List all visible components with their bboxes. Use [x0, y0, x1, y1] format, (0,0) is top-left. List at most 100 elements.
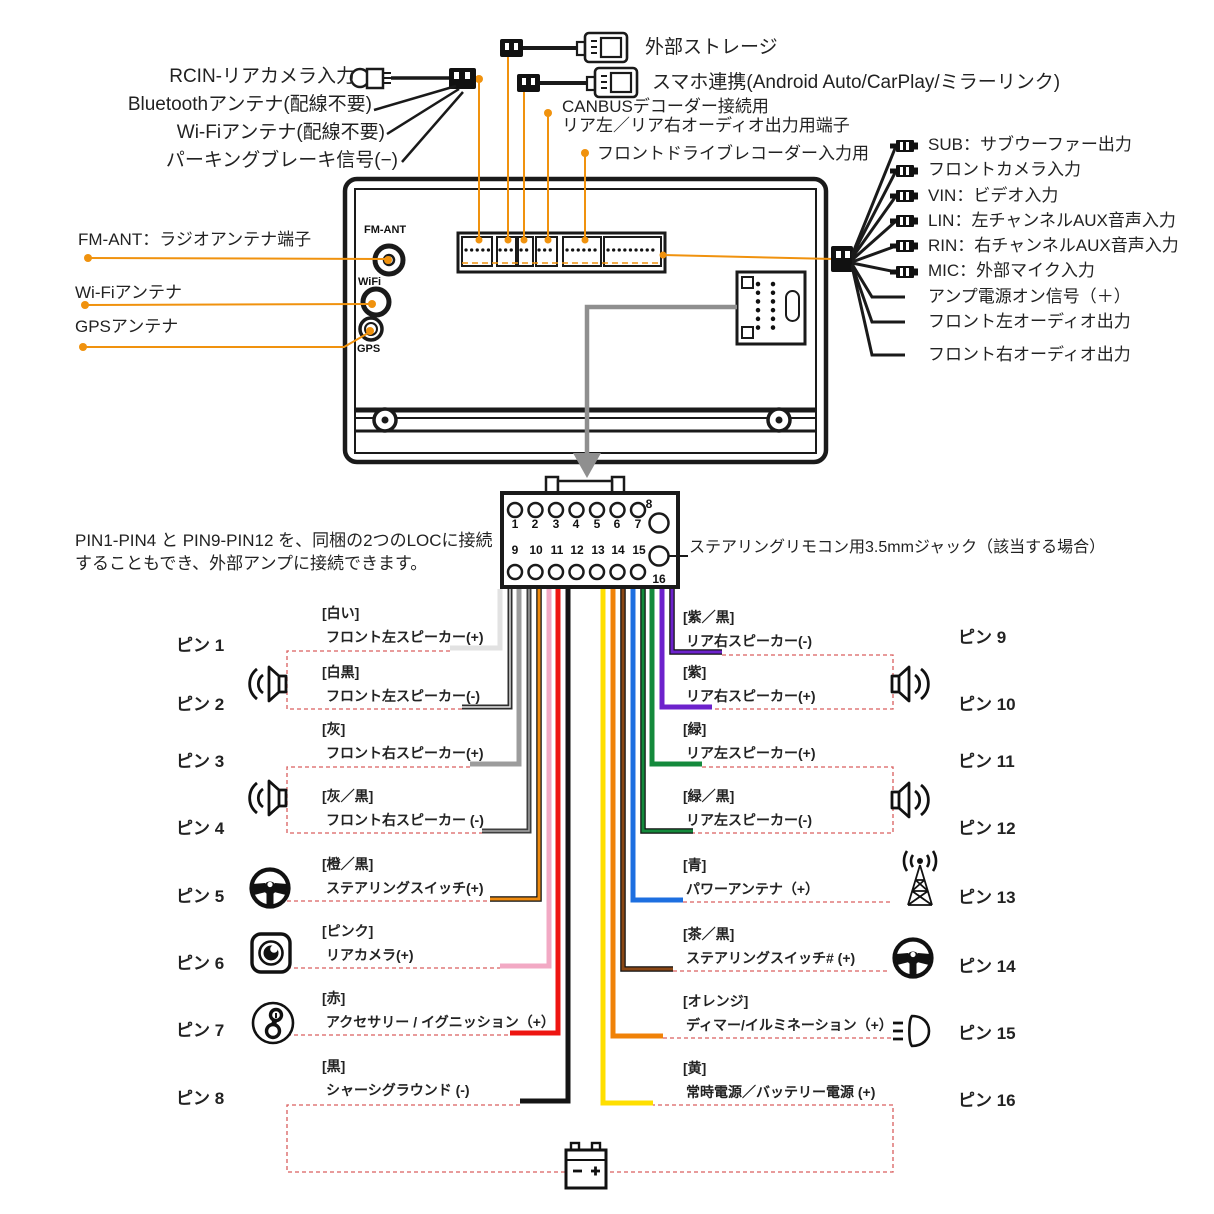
- wire-color: [白い]: [322, 605, 360, 621]
- loc-note-line1: PIN1‐PIN4 と PIN9‐PIN12 を、同梱の2つのLOCに接続: [75, 531, 493, 550]
- iso-pin-number: 7: [634, 517, 642, 531]
- label-sub-out: SUB：サブウーファー出力: [928, 135, 1132, 154]
- label-external-storage: 外部ストレージ: [645, 37, 778, 58]
- label-front-right-out: フロント右オーディオ出力: [928, 345, 1131, 364]
- label-canbus-2: リア左／リア右オーディオ出力用端子: [562, 116, 850, 135]
- label-wifi-antenna: Wi-Fiアンテナ(配線不要): [176, 122, 385, 143]
- label-smartphone-link: スマホ連携(Android Auto/CarPlay/ミラーリンク): [652, 72, 1061, 93]
- speaker-icon: [890, 781, 930, 819]
- wire-function: フロント左スピーカー(-): [326, 688, 480, 704]
- wire-function: リア左スピーカー(+): [686, 745, 816, 761]
- wire-color: [青]: [683, 857, 707, 873]
- label-fm-ant: FM-ANT：ラジオアンテナ端子: [78, 230, 312, 249]
- wire-color: [紫／黒]: [683, 609, 735, 625]
- iso-pin-number: 11: [550, 543, 564, 557]
- pin-id: ピン 3: [176, 752, 225, 771]
- wire-function: リア右スピーカー(+): [686, 688, 816, 704]
- wire-function: フロント右スピーカー(+): [326, 745, 484, 761]
- wire-function: シャーシグラウンド (-): [326, 1082, 470, 1098]
- wire-color: [ピンク]: [322, 923, 374, 939]
- wire-function: パワーアンテナ（+）: [686, 881, 820, 897]
- steering-wheel-icon: [249, 867, 291, 909]
- wire-function: 常時電源／バッテリー電源 (+): [686, 1084, 876, 1100]
- leader-dots: [79, 44, 840, 351]
- label-mic: MIC：外部マイク入力: [928, 261, 1095, 280]
- wire-color: [黄]: [683, 1060, 707, 1076]
- wire-function: ディマー/イルミネーション（+）: [686, 1017, 893, 1033]
- label-rin: RIN：右チャンネルAUX音声入力: [928, 236, 1179, 255]
- pin-id: ピン 9: [958, 628, 1007, 647]
- wire-color: [灰／黒]: [322, 788, 374, 804]
- pin-id: ピン 8: [176, 1089, 225, 1108]
- wire-color: [緑]: [683, 721, 707, 737]
- wire-color: [緑／黒]: [683, 788, 735, 804]
- wire-color: [オレンジ]: [683, 993, 749, 1009]
- harness-arrow: [573, 304, 737, 478]
- iso-pin-number: 13: [591, 543, 605, 557]
- label-front-dashcam: フロントドライブレコーダー入力用: [597, 144, 869, 163]
- label-parking-brake: パーキングブレーキ信号(−): [165, 150, 398, 171]
- rca-fan-lines: [850, 145, 905, 357]
- steering-wheel-icon: [892, 937, 934, 979]
- speaker-icon: [248, 779, 288, 817]
- iso-pin-number: 9: [511, 543, 519, 557]
- wire-function: リア左スピーカー(-): [686, 812, 812, 828]
- iso-pin-number: 16: [652, 572, 666, 586]
- wire-color: [黒]: [322, 1058, 346, 1074]
- ignition-key-icon: [251, 1001, 295, 1045]
- pin-id: ピン 16: [958, 1091, 1016, 1110]
- harness-wires: [450, 589, 722, 1106]
- pin-id: ピン 11: [958, 752, 1015, 771]
- iso-pin-number: 15: [632, 543, 646, 557]
- unit-gps-label: GPS: [357, 343, 381, 355]
- speaker-icon: [890, 665, 930, 703]
- usb-storage-cable: [500, 31, 629, 64]
- harness-socket: [735, 270, 807, 346]
- wire-color: [赤]: [322, 990, 346, 1006]
- label-rcin: RCIN-リアカメラ入力: [169, 66, 355, 87]
- wire-function: リア右スピーカー(-): [686, 633, 812, 649]
- wire-function: ステアリングスイッチ(+): [326, 880, 484, 896]
- wire-function: フロント右スピーカー (-): [326, 812, 484, 828]
- loc-note-line2: することもでき、外部アンプに接続できます。: [75, 554, 428, 573]
- wire-color: [橙／黒]: [322, 856, 374, 872]
- unit-wifi-label: WiFi: [358, 276, 382, 288]
- wire-color: [紫]: [683, 664, 707, 680]
- iso-connector: [500, 475, 688, 589]
- iso-pin-number: 12: [570, 543, 584, 557]
- rcin-hub-connector-icon: [449, 68, 476, 89]
- label-bluetooth: Bluetoothアンテナ(配線不要): [127, 94, 372, 115]
- iso-pin-number: 3: [552, 517, 560, 531]
- leader-lines: [83, 50, 835, 348]
- label-wifi-port: Wi-Fiアンテナ: [75, 283, 182, 302]
- label-front-left-out: フロント左オーディオ出力: [928, 312, 1131, 331]
- pin-id: ピン 10: [958, 695, 1016, 714]
- fm-ant-port-icon: [372, 243, 406, 277]
- wire-color: [灰]: [322, 721, 346, 737]
- usb-phone-cable: [517, 66, 639, 99]
- label-canbus-1: CANBUSデコーダー接続用: [562, 97, 769, 116]
- rca-hub-connector-icon: [831, 246, 853, 272]
- wire-function: リアカメラ(+): [326, 947, 414, 963]
- iso-pin-number: 10: [529, 543, 543, 557]
- label-lin: LIN：左チャンネルAUX音声入力: [928, 211, 1176, 230]
- iso-pin-number: 8: [645, 497, 653, 511]
- pin-id: ピン 4: [176, 819, 225, 838]
- pin-id: ピン 7: [176, 1021, 225, 1040]
- rca-plug-icons: [890, 140, 918, 278]
- pin-id: ピン 2: [176, 695, 225, 714]
- wire-function: ステアリングスイッチ# (+): [686, 950, 856, 966]
- power-antenna-icon: [902, 850, 938, 906]
- wire-color: [白黒]: [322, 664, 360, 680]
- dimmer-illumination-icon: [893, 1014, 931, 1048]
- usb-connector-icon: [575, 31, 629, 64]
- label-swc-jack: ステアリングリモコン用3.5mmジャック（該当する場合）: [689, 539, 1106, 556]
- iso-pin-number: 2: [531, 517, 539, 531]
- label-vin: VIN：ビデオ入力: [928, 186, 1059, 205]
- pin-id: ピン 12: [958, 819, 1016, 838]
- battery-icon: [564, 1141, 608, 1190]
- label-amp-on: アンプ電源オン信号（＋）: [928, 287, 1131, 306]
- iso-pin-number: 6: [613, 517, 621, 531]
